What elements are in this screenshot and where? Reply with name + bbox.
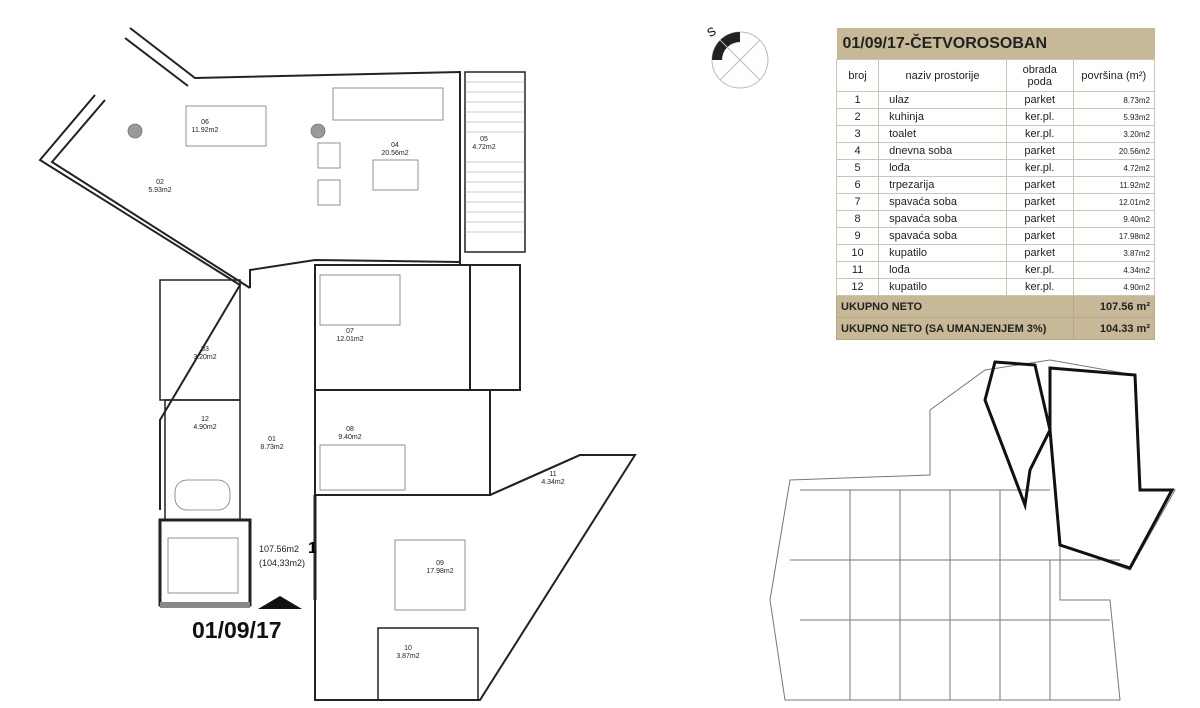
room-floor: parket (1005, 210, 1074, 228)
room-number: 6 (835, 176, 880, 194)
room-area: 3.20m2 (1072, 125, 1156, 143)
table-title: 01/09/17-ČETVOROSOBAN (836, 28, 1155, 60)
room-number: 5 (835, 159, 880, 177)
area-reduced: (104,33m2) (259, 558, 306, 568)
room-floor: parket (1005, 91, 1074, 109)
room-name: toalet (878, 125, 1007, 143)
room-area: 5.93m2 (1072, 108, 1156, 126)
room-floor: ker.pl. (1005, 159, 1074, 177)
room-floor: parket (1005, 142, 1074, 160)
room-floor: parket (1005, 176, 1074, 194)
entrance-mark: 1 (308, 540, 317, 557)
room-area: 20.56m2 (1072, 142, 1156, 160)
room-number: 8 (835, 210, 880, 228)
room-area: 11.92m2 (1072, 176, 1156, 194)
room-name: lođa (878, 261, 1007, 279)
room-floor: ker.pl. (1005, 125, 1074, 143)
room-number: 12 (835, 278, 880, 296)
room-area: 4.90m2 (1072, 278, 1156, 296)
room-number: 10 (835, 244, 880, 262)
area-net: 107.56m2 (259, 544, 300, 554)
room-floor: parket (1005, 227, 1074, 245)
header-number: broj (835, 59, 880, 92)
room-floor: ker.pl. (1005, 108, 1074, 126)
apartment-area: 107.56m2 (104,33m2) (259, 542, 305, 570)
room-name: kupatilo (878, 278, 1007, 296)
room-number: 4 (835, 142, 880, 160)
apartment-id: 01/09/17 (192, 617, 282, 643)
room-name: dnevna soba (878, 142, 1007, 160)
furniture (127, 87, 466, 611)
room-number: 11 (835, 261, 880, 279)
header-area: površina (m²) (1072, 59, 1156, 92)
room-number: 2 (835, 108, 880, 126)
room-area: 17.98m2 (1072, 227, 1156, 245)
room-name: kupatilo (878, 244, 1007, 262)
room-area: 12.01m2 (1072, 193, 1156, 211)
room-table: 01/09/17-ČETVOROSOBAN broj naziv prostor… (835, 28, 1156, 340)
room-number: 7 (835, 193, 880, 211)
compass-icon: S (705, 24, 769, 89)
header-name: naziv prostorije (878, 59, 1007, 92)
room-area: 3.87m2 (1072, 244, 1156, 262)
room-name: ulaz (878, 91, 1007, 109)
room-number: 1 (835, 91, 880, 109)
loggia-hatching (465, 81, 525, 233)
room-floor: ker.pl. (1005, 261, 1074, 279)
room-number: 3 (835, 125, 880, 143)
entrance-arrow-icon (258, 596, 302, 609)
total-value: 107.56 m² (1072, 295, 1156, 318)
room-name: spavaća soba (878, 193, 1007, 211)
room-name: spavaća soba (878, 227, 1007, 245)
room-floor: parket (1005, 193, 1074, 211)
room-floor: parket (1005, 244, 1074, 262)
room-floor: ker.pl. (1005, 278, 1074, 296)
room-name: spavaća soba (878, 210, 1007, 228)
header-floor: obrada poda (1005, 59, 1074, 92)
compass-label: S (705, 24, 719, 40)
room-area: 4.72m2 (1072, 159, 1156, 177)
total-label: UKUPNO NETO (836, 295, 1074, 318)
room-area: 9.40m2 (1072, 210, 1156, 228)
site-plan (769, 359, 1176, 701)
room-area: 8.73m2 (1072, 91, 1156, 109)
room-area: 4.34m2 (1072, 261, 1156, 279)
reduced-label: UKUPNO NETO (SA UMANJENJEM 3%) (836, 317, 1074, 340)
room-name: trpezarija (878, 176, 1007, 194)
room-name: lođa (878, 159, 1007, 177)
room-number: 9 (835, 227, 880, 245)
room-name: kuhinja (878, 108, 1007, 126)
reduced-value: 104.33 m² (1072, 317, 1156, 340)
